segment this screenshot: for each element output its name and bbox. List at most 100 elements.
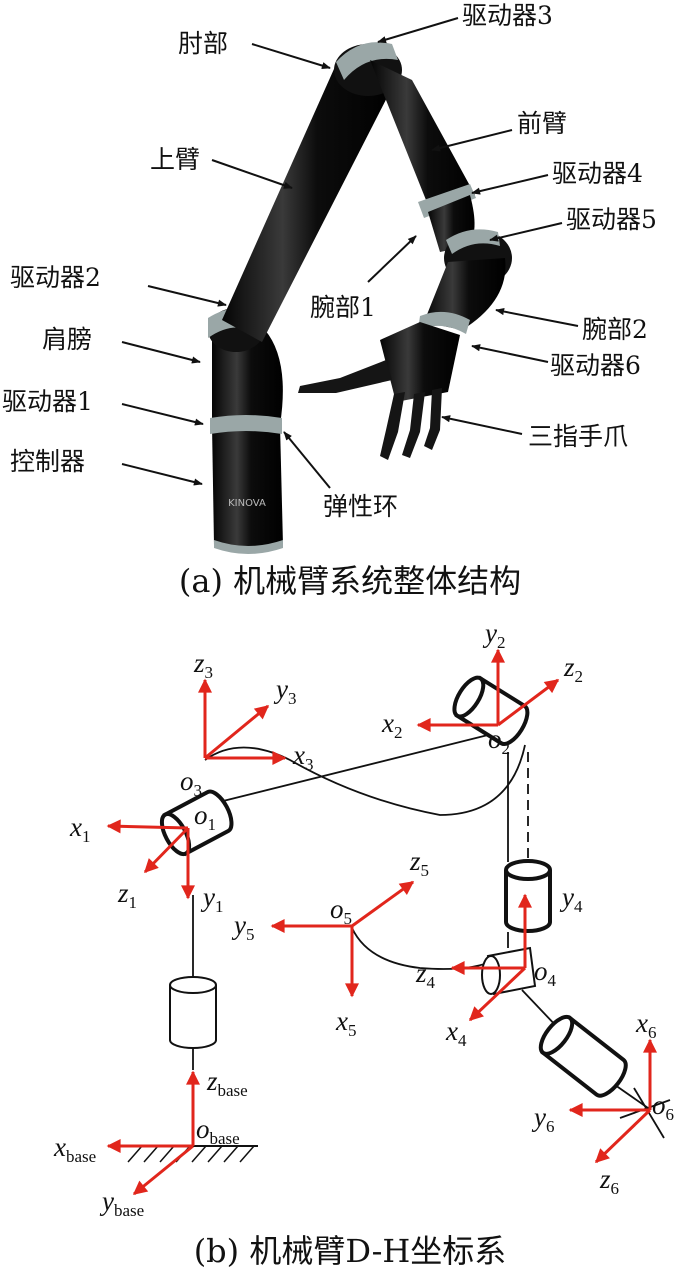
axis-x1 bbox=[106, 819, 189, 834]
label-forearm: 前臂 bbox=[517, 109, 567, 138]
label-z3: z3 bbox=[193, 648, 213, 682]
leader-wrist2 bbox=[495, 308, 579, 327]
joint6-cylinder bbox=[538, 1014, 628, 1098]
leader-actuator6 bbox=[471, 344, 549, 363]
forearm bbox=[370, 60, 475, 215]
controller-body bbox=[212, 425, 283, 551]
actuator1-ring bbox=[210, 415, 282, 434]
label-shoulder: 肩膀 bbox=[42, 325, 92, 354]
label-gripper: 三指手爪 bbox=[528, 422, 628, 451]
label-z1: z1 bbox=[117, 878, 137, 912]
label-x3: x3 bbox=[292, 740, 313, 774]
joint4-vertical-cylinder bbox=[504, 859, 552, 933]
leader-wrist1 bbox=[367, 235, 417, 283]
leader-elbow bbox=[251, 43, 331, 70]
frame-4-axes bbox=[450, 893, 532, 1022]
label-actuator1: 驱动器1 bbox=[2, 387, 93, 416]
joint2-cylinder bbox=[452, 675, 530, 746]
part-a-labels: 肘部 驱动器3 前臂 上臂 驱动器4 驱动器5 驱动器2 腕部1 腕部2 肩膀 … bbox=[2, 1, 657, 521]
leader-actuator5 bbox=[489, 222, 563, 242]
label-wrist1: 腕部1 bbox=[310, 293, 376, 322]
label-o1: o1 bbox=[194, 800, 216, 834]
label-o2: o2 bbox=[488, 724, 510, 758]
label-o3: o3 bbox=[180, 766, 202, 800]
dh-axis-labels: zbase obase xbase ybase x1 o1 z1 y1 y2 z… bbox=[53, 618, 674, 1220]
actuator5-ring bbox=[446, 229, 500, 254]
part-a-leaders bbox=[121, 17, 579, 489]
dh-diagram: zbase obase xbase ybase x1 o1 z1 y1 y2 z… bbox=[53, 618, 674, 1220]
joint4-horizontal-cylinder bbox=[481, 946, 537, 996]
label-elbow: 肘部 bbox=[178, 29, 228, 58]
frame-1-axes bbox=[106, 819, 195, 900]
label-x4: x4 bbox=[445, 1016, 467, 1050]
label-z5: z5 bbox=[409, 846, 429, 880]
caption-a: (a) 机械臂系统整体结构 bbox=[179, 562, 521, 600]
gripper-finger-3 bbox=[402, 392, 425, 458]
upper-arm bbox=[222, 60, 395, 342]
label-o4: o4 bbox=[534, 956, 557, 990]
frame-3-axes bbox=[198, 678, 287, 765]
link-o3-o2-curve bbox=[204, 744, 526, 816]
controller-foot-ring bbox=[214, 540, 283, 554]
frame-6-axes bbox=[568, 1038, 657, 1164]
axis-z5 bbox=[351, 880, 415, 928]
leader-forearm bbox=[431, 129, 513, 152]
actuator4-ring bbox=[418, 184, 476, 218]
label-y-base: ybase bbox=[99, 1186, 144, 1220]
link-o5-o4-curve bbox=[351, 927, 496, 970]
label-elastic-ring: 弹性环 bbox=[323, 492, 398, 521]
label-actuator6: 驱动器6 bbox=[550, 351, 641, 380]
link-o1-o2 bbox=[206, 734, 489, 806]
caption-b: (b) 机械臂D-H坐标系 bbox=[194, 1232, 507, 1270]
link-wrist-o6 bbox=[614, 1084, 649, 1109]
wrist2-ring bbox=[418, 311, 470, 334]
label-y4: y4 bbox=[559, 882, 583, 916]
frame-5-axes bbox=[270, 880, 415, 998]
leader-gripper bbox=[441, 415, 523, 435]
leader-controller bbox=[121, 463, 203, 486]
label-z-base: zbase bbox=[206, 1066, 248, 1100]
label-o-base: obase bbox=[196, 1114, 240, 1148]
label-actuator4: 驱动器4 bbox=[552, 159, 643, 188]
leader-actuator3 bbox=[377, 17, 459, 44]
label-y1: y1 bbox=[200, 882, 223, 916]
label-z4: z4 bbox=[415, 958, 436, 992]
label-x-base: xbase bbox=[53, 1132, 96, 1166]
axis-z2 bbox=[497, 678, 560, 727]
axis-y-base bbox=[132, 1144, 194, 1196]
frame-base-axes bbox=[106, 1070, 200, 1196]
frame-2-axes bbox=[416, 648, 560, 732]
base-cylinder bbox=[169, 976, 217, 1049]
leader-actuator1 bbox=[121, 403, 204, 426]
gripper-finger-4 bbox=[424, 388, 442, 450]
label-z2: z2 bbox=[563, 652, 583, 686]
axis-y3 bbox=[204, 704, 270, 760]
robot-arm-illustration: KINOVA bbox=[208, 42, 512, 554]
label-x2: x2 bbox=[381, 708, 402, 742]
label-x5: x5 bbox=[335, 1006, 356, 1040]
label-z6: z6 bbox=[599, 1164, 619, 1198]
leader-shoulder bbox=[121, 341, 201, 364]
label-controller: 控制器 bbox=[10, 447, 85, 476]
label-o5: o5 bbox=[330, 894, 352, 928]
label-y3: y3 bbox=[273, 674, 296, 708]
label-y5: y5 bbox=[231, 910, 254, 944]
leader-actuator4 bbox=[471, 174, 549, 195]
label-y2: y2 bbox=[482, 618, 505, 652]
label-upper-arm: 上臂 bbox=[150, 145, 200, 174]
axis-x4 bbox=[468, 966, 527, 1022]
label-actuator3: 驱动器3 bbox=[462, 1, 553, 30]
label-x1: x1 bbox=[69, 812, 90, 846]
leader-actuator2 bbox=[147, 285, 227, 307]
gripper-finger-2 bbox=[380, 392, 405, 460]
axis-z1 bbox=[143, 826, 190, 874]
label-actuator5: 驱动器5 bbox=[566, 205, 657, 234]
actuator3-ring bbox=[336, 42, 398, 80]
leader-elastic-ring bbox=[283, 431, 331, 489]
hand-palm bbox=[380, 322, 460, 402]
label-wrist2: 腕部2 bbox=[582, 315, 648, 344]
brand-logo: KINOVA bbox=[228, 498, 266, 509]
leader-upper-arm bbox=[211, 159, 293, 189]
label-x6: x6 bbox=[635, 1008, 656, 1042]
